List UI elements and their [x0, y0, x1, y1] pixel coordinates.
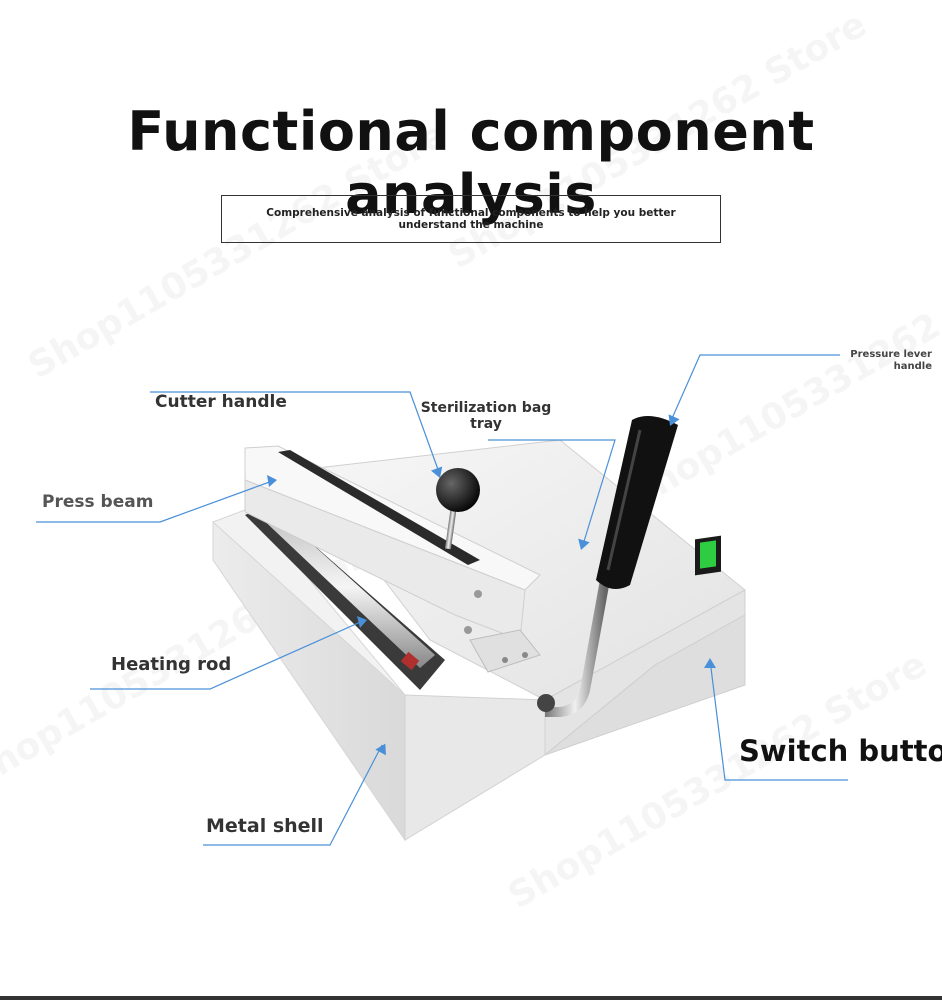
- label-press-beam: Press beam: [42, 492, 154, 512]
- label-heating-rod: Heating rod: [111, 654, 232, 675]
- label-pressure-lever: Pressure lever handle: [850, 349, 932, 372]
- bottom-divider: [0, 996, 942, 1000]
- metal-shell-bottom: [404, 694, 546, 841]
- leader-lines: [36, 354, 848, 846]
- label-metal-shell: Metal shell: [206, 815, 324, 837]
- machine-right-face: [544, 614, 746, 756]
- lever-pivot: [537, 694, 555, 712]
- lever-rod: [545, 579, 610, 717]
- beam-bracket: [469, 629, 541, 673]
- switch-rocker: [700, 540, 716, 569]
- rod-end-cap: [400, 651, 420, 671]
- lever-grip: [596, 416, 678, 589]
- lever-grip-highlight: [606, 429, 642, 571]
- bracket-screw: [502, 657, 508, 663]
- press-beam-front: [244, 479, 526, 641]
- label-cutter-handle: Cutter handle: [155, 392, 287, 412]
- cutter-knob: [436, 468, 480, 512]
- subtitle-text: Comprehensive analysis of functional com…: [266, 207, 676, 231]
- label-switch-button: Switch button: [739, 734, 942, 768]
- label-sterilization-tray: Sterilization bag tray: [420, 400, 552, 432]
- heating-rod: [255, 506, 435, 668]
- bracket-screw: [464, 626, 472, 634]
- subtitle-box: Comprehensive analysis of functional com…: [221, 195, 721, 243]
- page-title: Functional component analysis: [127, 100, 815, 226]
- cutter-stem: [444, 504, 458, 550]
- leader-arrowheads: [267, 414, 716, 756]
- bracket-screw: [474, 590, 482, 598]
- bracket-screw: [522, 652, 528, 658]
- press-beam-slot: [278, 450, 480, 565]
